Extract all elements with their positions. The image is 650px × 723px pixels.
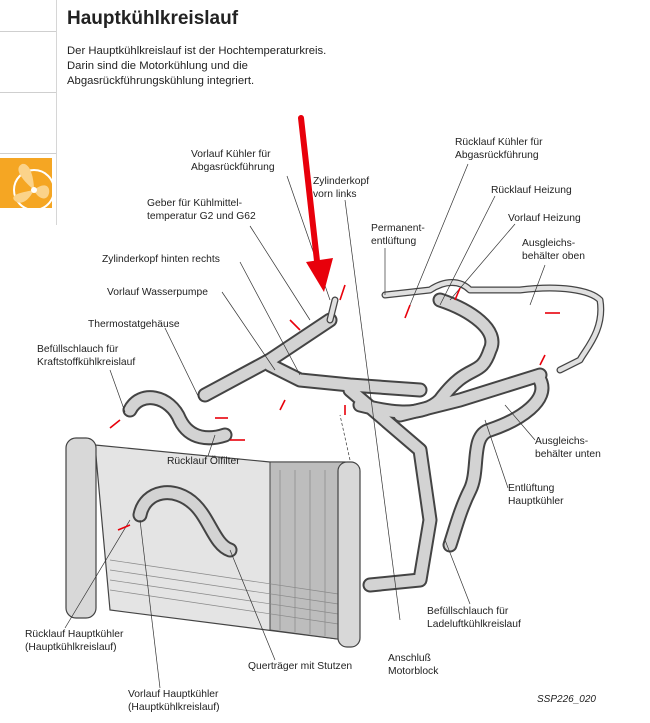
label-thermostatgehaeuse: Thermostatgehäuse [88, 319, 180, 330]
label-vorlauf-hauptkuehler: Vorlauf Hauptkühler (Hauptkühlkreislauf) [128, 689, 220, 713]
figure-code: SSP226_020 [537, 694, 596, 705]
label-vorlauf-heizung: Vorlauf Heizung [508, 213, 581, 224]
label-ausgleichsbehaelter-unten: Ausgleichs- behälter unten [535, 436, 601, 460]
sidebar-divider [0, 153, 56, 154]
label-ruecklauf-hauptkuehler: Rücklauf Hauptkühler (Hauptkühlkreislauf… [25, 629, 124, 653]
sidebar-divider [0, 31, 56, 32]
label-zylinderkopf-hinten-rechts: Zylinderkopf hinten rechts [102, 254, 220, 265]
label-permanententlueftung: Permanent- entlüftung [371, 223, 425, 247]
coolant-hoses [122, 279, 605, 593]
leader-lines [64, 163, 546, 689]
label-ruecklauf-oelfilter: Rücklauf Ölfilter [167, 456, 240, 467]
page-title: Hauptkühlkreislauf [67, 8, 239, 29]
label-vorlauf-wasserpumpe: Vorlauf Wasserpumpe [107, 287, 208, 298]
highlight-arrow-icon [298, 115, 333, 292]
flow-arrows [109, 284, 560, 531]
label-geber-kuehlmittel: Geber für Kühlmittel- temperatur G2 und … [147, 198, 256, 222]
sidebar-divider [0, 92, 56, 93]
label-quertraeger: Querträger mit Stutzen [248, 661, 353, 672]
sidebar-border [56, 0, 57, 225]
fan-icon [0, 158, 52, 208]
label-anschluss-motorblock: Anschluß Motorblock [388, 653, 439, 677]
label-befuellschlauch-ladeluft: Befüllschlauch für Ladeluftkühlkreislauf [427, 606, 521, 630]
label-zylinderkopf-vorn-links: Zylinderkopf vorn links [313, 176, 370, 200]
label-ruecklauf-heizung: Rücklauf Heizung [491, 185, 572, 196]
label-ruecklauf-kuehler-agr: Rücklauf Kühler für Abgasrückführung [455, 137, 543, 161]
intro-text: Der Hauptkühlkreislauf ist der Hochtempe… [67, 45, 327, 87]
label-entlueftung-hauptkuehler: Entlüftung Hauptkühler [508, 483, 564, 507]
label-ausgleichsbehaelter-oben: Ausgleichs- behälter oben [522, 238, 585, 262]
label-befuellschlauch-kraftstoff: Befüllschlauch für Kraftstoffkühlkreisla… [37, 344, 136, 368]
label-vorlauf-kuehler-agr: Vorlauf Kühler für Abgasrückführung [191, 149, 275, 173]
